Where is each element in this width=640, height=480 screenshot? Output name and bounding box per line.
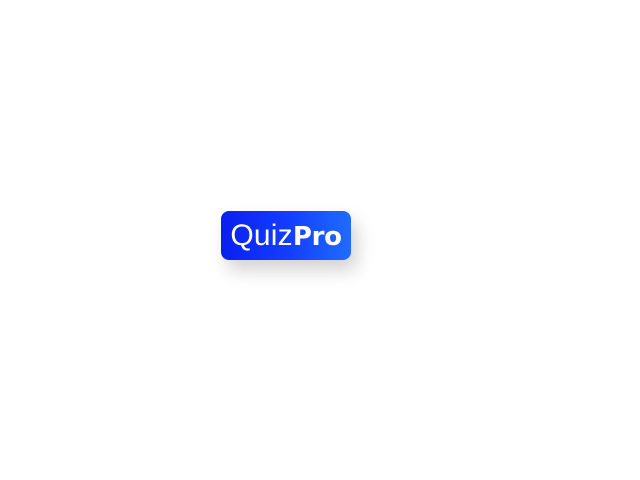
logo-text-quiz: Quiz [230, 219, 293, 252]
logo-text-pro: Pro [292, 222, 342, 252]
app-logo: QuizPro [221, 211, 351, 260]
logo-wordmark: QuizPro [230, 219, 342, 252]
